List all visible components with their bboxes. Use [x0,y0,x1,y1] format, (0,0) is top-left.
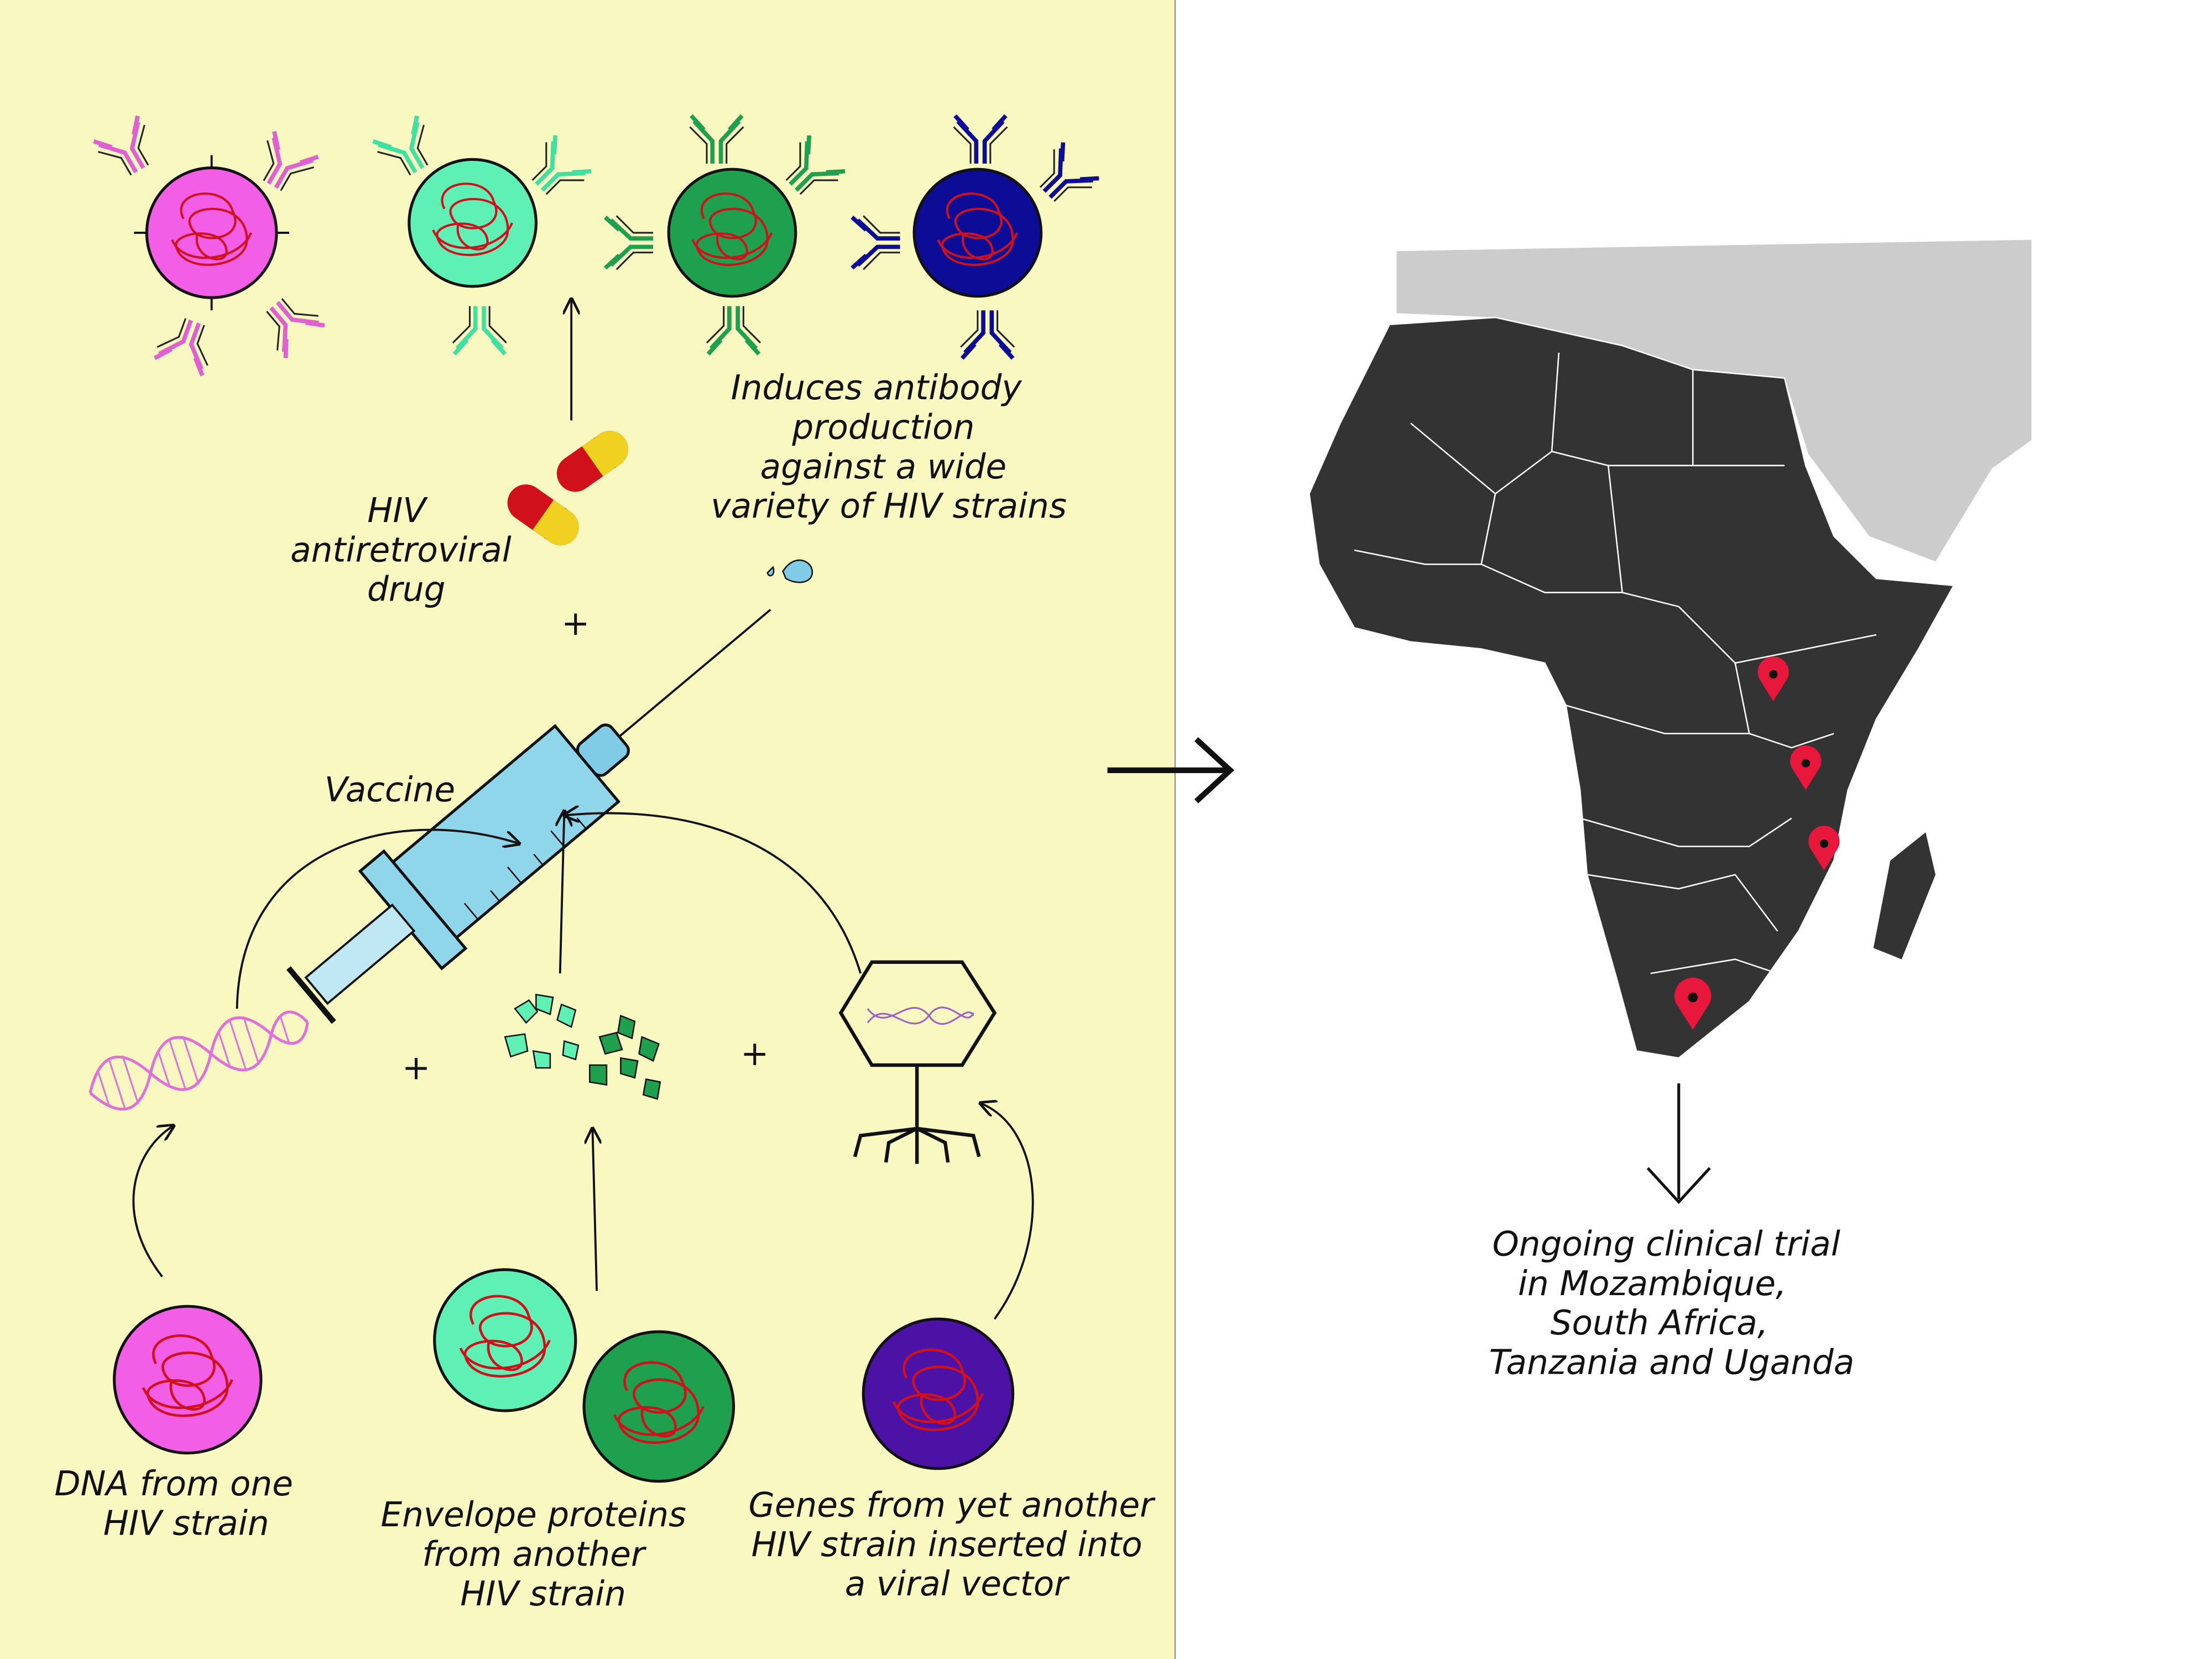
plus-sign: + [740,1034,769,1073]
map-madagascar [1873,832,1936,959]
arrow-vector-up [980,1103,1034,1320]
arrow-protein-to-vaccine [560,811,565,974]
virus-mint-top [372,115,592,354]
virus-green-bottom [582,1330,735,1483]
map-africa [1308,316,1955,1059]
drug-label: HIV antiretroviral drug [290,491,522,609]
map-europe-middle-east [1396,239,2032,562]
trial-pins [1674,656,1840,1030]
plus-sign: + [402,1048,430,1088]
pin-uganda-icon [1757,656,1789,701]
virus-pink-top [92,115,326,376]
dna-helix-icon [88,1010,309,1111]
pin-mozambique-icon [1808,826,1840,870]
dna-label: DNA from one HIV strain [55,1464,304,1543]
arrow-map-down [1646,1083,1711,1204]
envelope-proteins-icon [504,993,661,1100]
arrow-vector-to-vaccine [564,813,862,974]
virus-pink-bottom [113,1305,263,1455]
arrow-dna-up [132,1126,173,1277]
arrow-dna-to-vaccine [236,828,519,1009]
induces-label: Induces antibody production against a wi… [711,368,1066,526]
genes-label: Genes from yet another HIV strain insert… [748,1485,1164,1604]
arrow-protein-up [592,1129,597,1291]
virus-purple-bottom [862,1317,1015,1470]
africa-map [1308,239,2032,1059]
pin-south-africa-icon [1674,977,1712,1030]
map-borders [1354,352,1877,974]
droplet-icon [766,559,813,583]
pill-icon [507,431,628,546]
virus-green-top [605,116,846,354]
pin-tanzania-icon [1790,745,1822,790]
trial-label: Ongoing clinical trial in Mozambique, So… [1489,1224,1855,1382]
vaccine-label: Vaccine [325,770,455,810]
virus-navy-top [852,116,1100,358]
arrow-to-map [1107,737,1235,804]
envelope-label: Envelope proteins from another HIV strai… [380,1495,697,1614]
syringe-icon [286,608,771,1024]
viral-vector-icon [838,960,997,1164]
plus-sign: + [561,604,589,643]
virus-mint-bottom [433,1268,577,1412]
